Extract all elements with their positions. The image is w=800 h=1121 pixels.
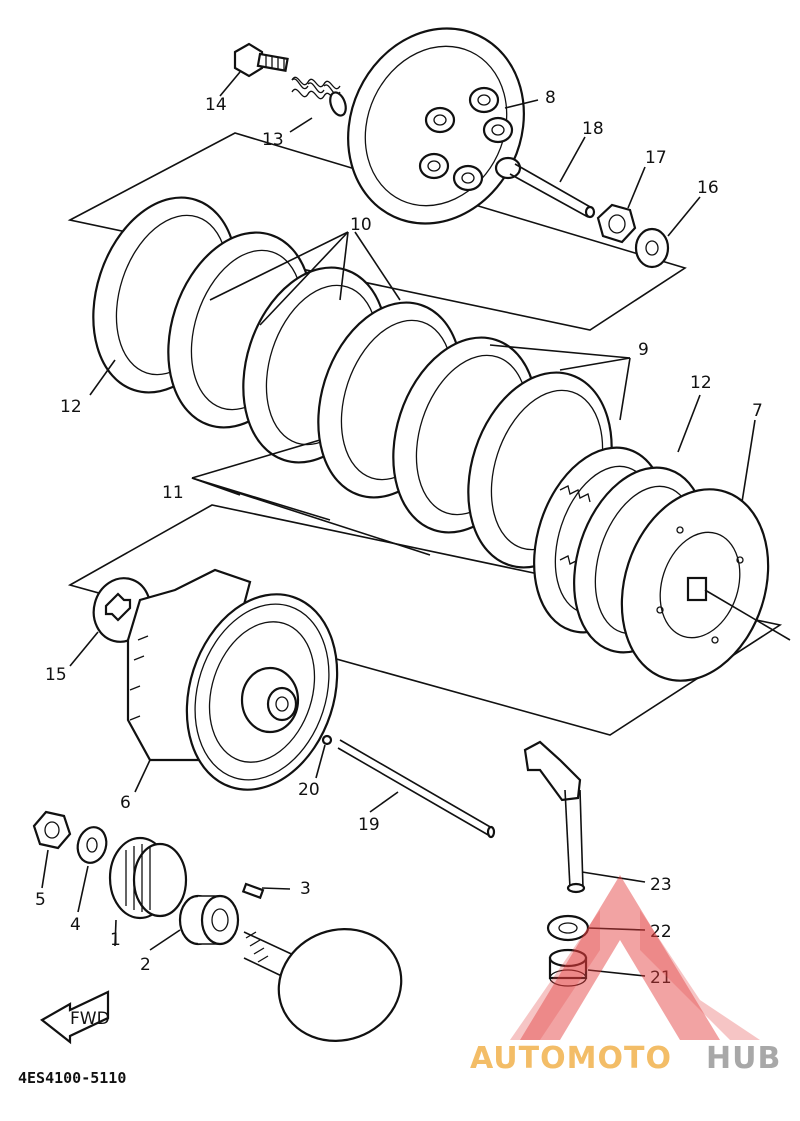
label-6: 6 bbox=[120, 793, 131, 813]
washer-part bbox=[634, 227, 670, 269]
bearing-part bbox=[548, 948, 588, 987]
label-12-left: 12 bbox=[60, 397, 82, 417]
label-23: 23 bbox=[650, 875, 672, 895]
push-lever-part bbox=[523, 740, 586, 894]
label-13: 13 bbox=[262, 130, 284, 150]
label-1: 1 bbox=[110, 930, 121, 950]
label-16: 16 bbox=[697, 178, 719, 198]
pressure-plate-part bbox=[347, 27, 525, 225]
label-4: 4 bbox=[70, 915, 81, 935]
ball-part bbox=[321, 734, 333, 746]
fwd-arrow-icon: FWD bbox=[40, 990, 110, 1045]
clutch-housing-part bbox=[126, 568, 339, 791]
label-14: 14 bbox=[205, 95, 227, 115]
label-7: 7 bbox=[752, 401, 763, 421]
label-18: 18 bbox=[582, 119, 604, 139]
label-17: 17 bbox=[645, 148, 667, 168]
push-rod-long-part bbox=[337, 739, 496, 839]
primary-washer-part bbox=[76, 826, 108, 864]
label-3: 3 bbox=[300, 879, 311, 899]
label-2: 2 bbox=[140, 955, 151, 975]
brand-text-part2: HUB bbox=[706, 1041, 781, 1076]
key-part bbox=[241, 882, 265, 900]
collar-part bbox=[178, 894, 240, 946]
spring-part bbox=[291, 76, 347, 117]
label-20: 20 bbox=[298, 780, 320, 800]
label-19: 19 bbox=[358, 815, 380, 835]
label-5: 5 bbox=[35, 890, 46, 910]
label-11: 11 bbox=[162, 483, 184, 503]
automotohub-logo: AUTOMOTO HUB bbox=[470, 875, 781, 1076]
push-rod-part bbox=[494, 156, 596, 219]
nut-part bbox=[596, 203, 637, 244]
pressure-plate-group-frame bbox=[67, 132, 687, 331]
label-12-right: 12 bbox=[690, 373, 712, 393]
plate-stack-group-frame bbox=[67, 504, 783, 736]
label-8: 8 bbox=[545, 88, 556, 108]
crankshaft-part bbox=[243, 928, 403, 1042]
label-21: 21 bbox=[650, 968, 672, 988]
diagram-code: 4ES4100-5110 bbox=[18, 1069, 126, 1087]
primary-gear-part bbox=[108, 836, 188, 920]
leader-lines bbox=[41, 71, 756, 977]
label-22: 22 bbox=[650, 922, 672, 942]
fwd-label: FWD bbox=[70, 1009, 110, 1029]
label-15: 15 bbox=[45, 665, 67, 685]
brand-text-part1: AUTOMOTO bbox=[470, 1041, 672, 1076]
bolt-part bbox=[233, 42, 289, 78]
label-10: 10 bbox=[350, 215, 372, 235]
primary-nut-part bbox=[32, 810, 72, 850]
clutch-boss-part bbox=[620, 488, 791, 682]
label-9: 9 bbox=[638, 340, 649, 360]
